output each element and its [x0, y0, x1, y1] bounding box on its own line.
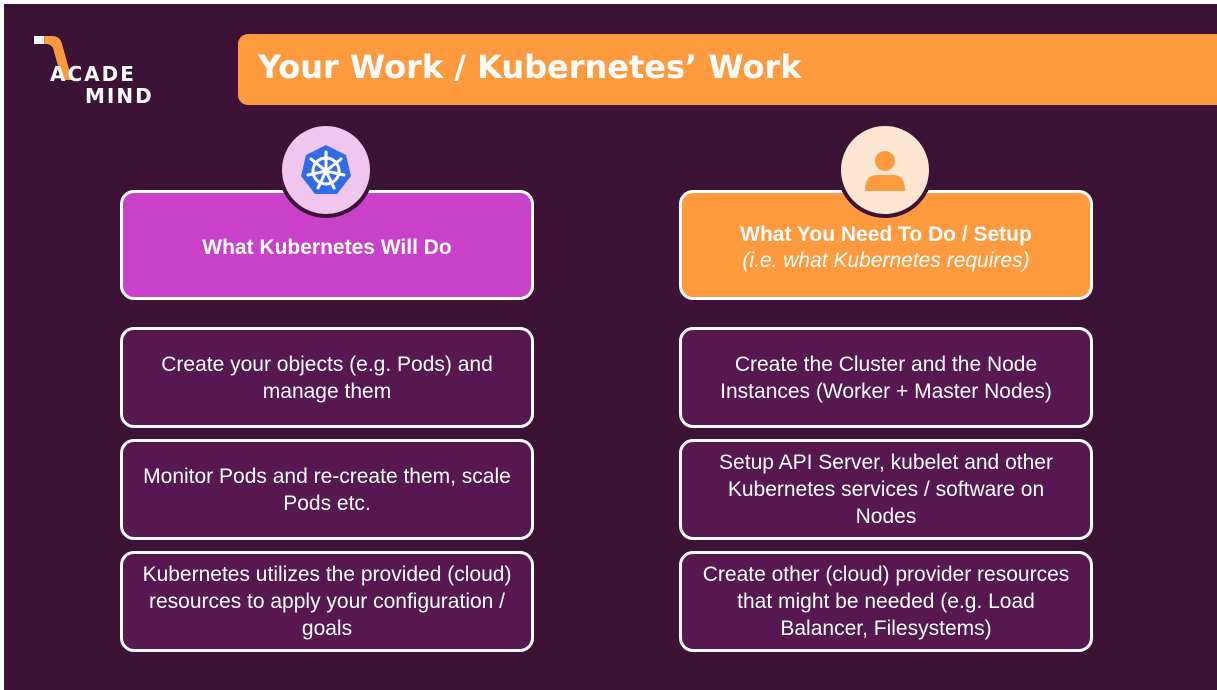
title-bar: Your Work / Kubernetes’ Work [238, 34, 1217, 105]
your-task-card: Create other (cloud) provider resources … [679, 551, 1093, 652]
slide: ACADE MIND Your Work / Kubernetes’ Work [4, 4, 1217, 690]
task-text: Setup API Server, kubelet and other Kube… [719, 451, 1053, 528]
logo-word-1: ACADE [50, 62, 136, 86]
academind-logo: ACADE MIND [32, 34, 162, 108]
kubernetes-task-card: Monitor Pods and re-create them, scale P… [120, 439, 534, 540]
task-text: Create other (cloud) provider resources … [702, 563, 1070, 640]
kubernetes-column: What Kubernetes Will Do Create your obje… [120, 4, 534, 690]
kubernetes-task-card: Kubernetes utilizes the provided (cloud)… [120, 551, 534, 652]
your-work-column: What You Need To Do / Setup (i.e. what K… [679, 4, 1093, 690]
logo-word-2: MIND [85, 84, 154, 108]
kubernetes-icon-badge [278, 122, 374, 218]
user-icon [865, 151, 905, 191]
logo-mark-icon [34, 36, 72, 80]
user-icon-badge [837, 122, 933, 218]
your-task-card: Create the Cluster and the Node Instance… [679, 327, 1093, 428]
kubernetes-heading: What Kubernetes Will Do [202, 236, 452, 259]
kubernetes-helm-icon [301, 145, 351, 194]
task-text: Create your objects (e.g. Pods) and mana… [161, 352, 493, 403]
task-text: Create the Cluster and the Node Instance… [720, 352, 1052, 403]
task-text: Kubernetes utilizes the provided (cloud)… [142, 563, 512, 640]
your-task-card: Setup API Server, kubelet and other Kube… [679, 439, 1093, 540]
your-work-subheading: (i.e. what Kubernetes requires) [742, 249, 1030, 272]
kubernetes-task-card: Create your objects (e.g. Pods) and mana… [120, 327, 534, 428]
page-title: Your Work / Kubernetes’ Work [258, 48, 802, 86]
your-work-heading: What You Need To Do / Setup [740, 223, 1032, 246]
task-text: Monitor Pods and re-create them, scale P… [143, 464, 511, 515]
